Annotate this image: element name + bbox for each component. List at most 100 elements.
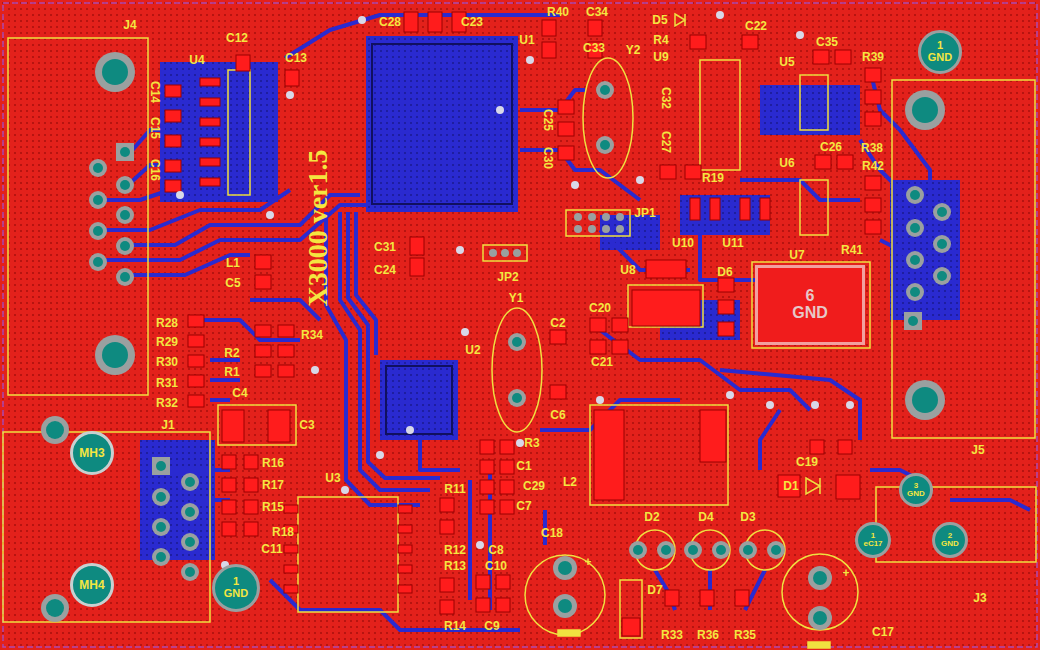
part-designator: R36 <box>697 629 719 641</box>
part-designator: R33 <box>661 629 683 641</box>
part-designator: R13 <box>444 560 466 572</box>
part-designator: C27 <box>660 131 672 153</box>
part-designator: U9 <box>653 51 668 63</box>
mounting-hole: MH4 <box>70 563 114 607</box>
connector-pad: 2GND <box>932 522 968 558</box>
ic-outlines <box>372 44 512 434</box>
part-designator: C22 <box>745 20 767 32</box>
part-designator: C16 <box>149 159 161 181</box>
part-designator: R29 <box>156 336 178 348</box>
part-designator: JP2 <box>497 271 518 283</box>
pad-label: GND <box>792 305 828 322</box>
part-designator: R38 <box>861 142 883 154</box>
part-designator: R14 <box>444 620 466 632</box>
part-designator: R34 <box>301 329 323 341</box>
part-designator: C28 <box>379 16 401 28</box>
pad-label: 1 <box>233 576 239 588</box>
part-designator: C3 <box>299 419 314 431</box>
part-designator: L2 <box>563 476 577 488</box>
part-designator: J1 <box>161 419 174 431</box>
part-designator: L1 <box>226 257 240 269</box>
part-designator: R1 <box>224 366 239 378</box>
mounting-hole: MH3 <box>70 431 114 475</box>
part-designator: C24 <box>374 264 396 276</box>
part-designator: C19 <box>796 456 818 468</box>
pad-label: 6 <box>806 288 815 305</box>
part-designator: C6 <box>550 409 565 421</box>
part-designator: Y2 <box>626 44 641 56</box>
part-designator: U6 <box>779 157 794 169</box>
board-title: X3000 ver1.5 <box>304 149 332 306</box>
part-designator: R16 <box>262 457 284 469</box>
part-designator: C21 <box>591 356 613 368</box>
part-designator: C7 <box>516 500 531 512</box>
silkscreen-outlines <box>3 14 1036 648</box>
part-designator: C26 <box>820 141 842 153</box>
part-designator: C17 <box>872 626 894 638</box>
part-designator: D2 <box>644 511 659 523</box>
blue-regions <box>140 36 960 560</box>
part-designator: U1 <box>519 34 534 46</box>
connector-pad: 3GND <box>899 473 933 507</box>
part-designator: J5 <box>971 444 984 456</box>
part-designator: R39 <box>862 51 884 63</box>
part-designator: U3 <box>325 472 340 484</box>
part-designator: D3 <box>740 511 755 523</box>
connector-pad: 1eC17 <box>855 522 891 558</box>
part-designator: U5 <box>779 56 794 68</box>
part-designator: U7 <box>789 249 804 261</box>
part-designator: D4 <box>698 511 713 523</box>
part-designator: C12 <box>226 32 248 44</box>
gnd-pad: 1GND <box>918 30 962 74</box>
pad-label: GND <box>941 540 959 548</box>
part-designator: C13 <box>285 52 307 64</box>
part-designator: C10 <box>485 560 507 572</box>
part-designator: C15 <box>149 117 161 139</box>
part-designator: C25 <box>542 109 554 131</box>
part-designator: U2 <box>465 344 480 356</box>
part-designator: C11 <box>261 543 282 555</box>
part-designator: D1 <box>783 480 798 492</box>
part-designator: R4 <box>653 34 668 46</box>
part-designator: + <box>584 556 591 568</box>
pad-label: GND <box>928 52 952 64</box>
part-designator: R41 <box>841 244 863 256</box>
gnd-pad: 1GND <box>212 564 260 612</box>
part-designator: C5 <box>225 277 240 289</box>
part-designator: R19 <box>702 172 724 184</box>
part-designator: D7 <box>647 584 662 596</box>
part-designator: C2 <box>550 317 565 329</box>
part-designator: Y1 <box>509 292 524 304</box>
part-designator: C35 <box>816 36 838 48</box>
part-designator: C31 <box>374 241 396 253</box>
part-designator: R30 <box>156 356 178 368</box>
part-designator: R17 <box>262 479 284 491</box>
part-designator: R35 <box>734 629 756 641</box>
part-designator: J4 <box>123 19 136 31</box>
pad-label: 1 <box>871 532 875 540</box>
pad-label: eC17 <box>863 540 882 548</box>
part-designator: R3 <box>524 437 539 449</box>
part-designator: R18 <box>272 526 294 538</box>
part-designator: R31 <box>156 377 178 389</box>
part-designator: J3 <box>973 592 986 604</box>
gnd-pad: 6GND <box>755 265 865 345</box>
pad-label: MH4 <box>79 579 104 592</box>
header-pins <box>89 143 951 581</box>
part-designator: R42 <box>862 160 884 172</box>
part-designator: U8 <box>620 264 635 276</box>
part-designator: R15 <box>262 501 284 513</box>
part-designator: C1 <box>516 460 531 472</box>
part-designator: R11 <box>444 483 465 495</box>
part-designator: C4 <box>232 387 247 399</box>
part-designator: C23 <box>461 16 483 28</box>
pad-label: GND <box>907 490 925 498</box>
part-designator: U10 <box>672 237 694 249</box>
blue-traces <box>98 15 1030 630</box>
smd-pads <box>165 12 881 636</box>
pad-label: MH3 <box>79 447 104 460</box>
part-designator: C8 <box>488 544 503 556</box>
mounting-holes <box>41 52 945 630</box>
